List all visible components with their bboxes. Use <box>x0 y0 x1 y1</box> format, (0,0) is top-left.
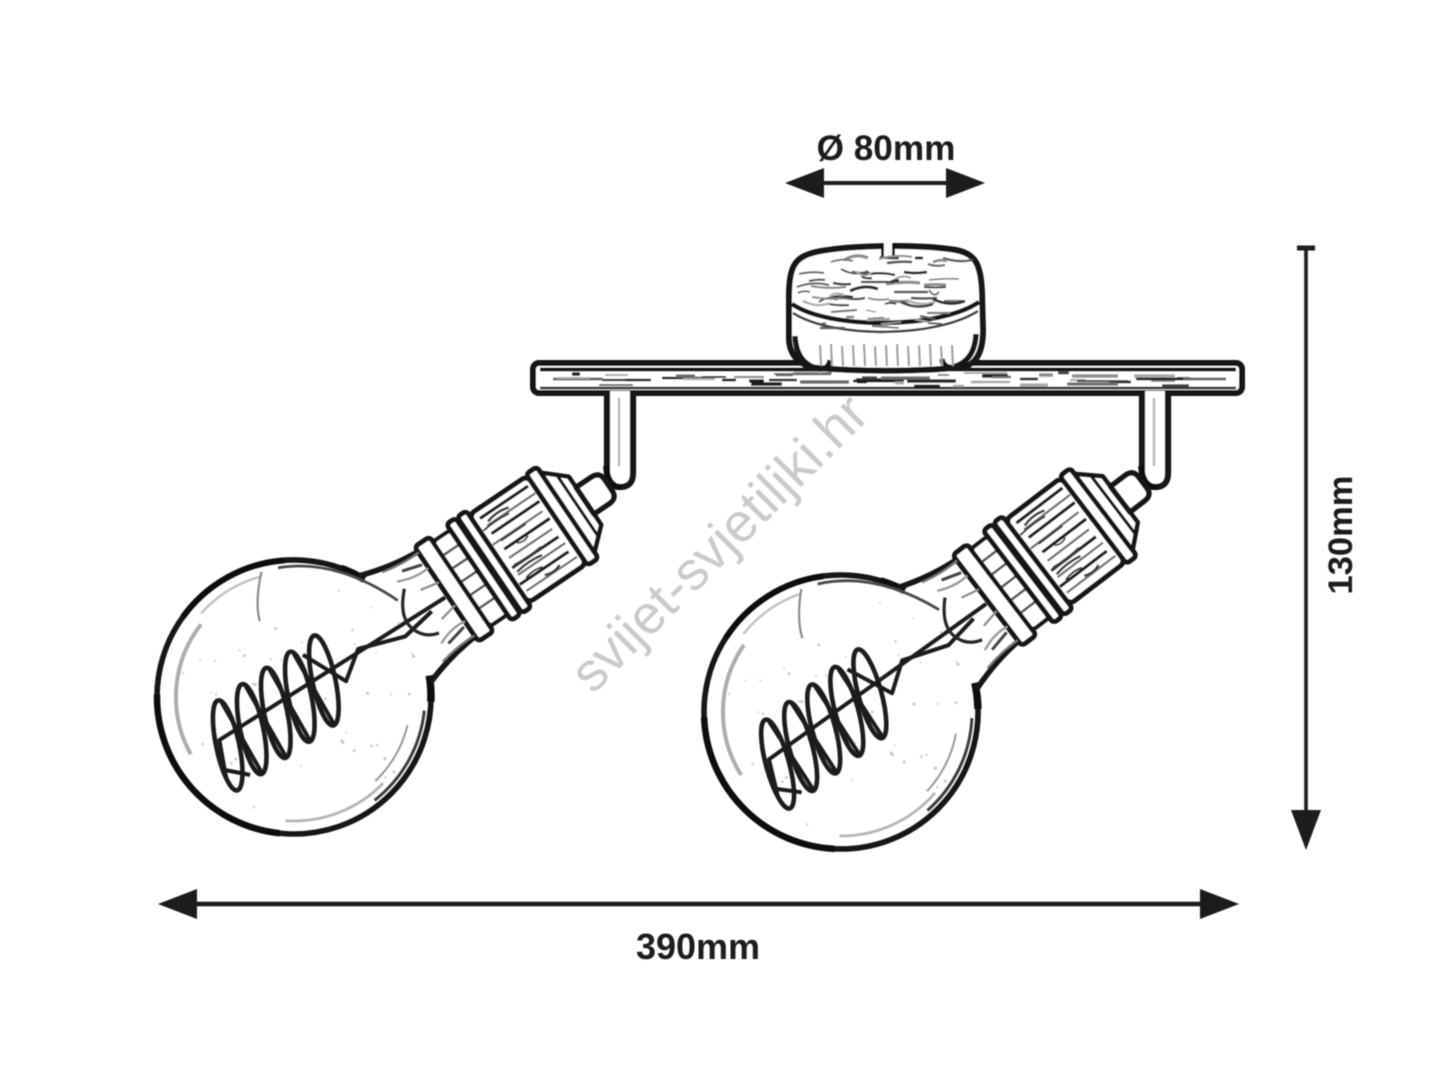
svg-text:130mm: 130mm <box>1322 476 1360 595</box>
svg-text:390mm: 390mm <box>636 926 760 967</box>
svg-text:Ø 80mm: Ø 80mm <box>817 129 956 168</box>
